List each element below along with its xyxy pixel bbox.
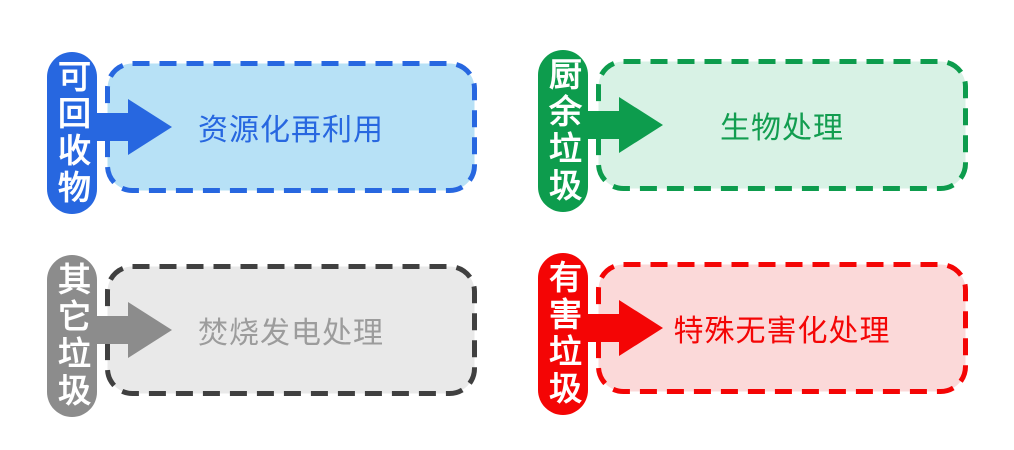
category-label: 可回收物 bbox=[53, 59, 91, 207]
category-pill: 可回收物 bbox=[47, 52, 97, 214]
arrow-right-icon bbox=[571, 97, 663, 153]
treatment-label-wrap: 资源化再利用 bbox=[105, 61, 477, 193]
flow-group-recyclable: 资源化再利用 可回收物 bbox=[47, 52, 477, 220]
category-pill: 有害垃圾 bbox=[538, 253, 588, 415]
treatment-label: 特殊无害化处理 bbox=[673, 315, 891, 348]
category-pill: 其它垃圾 bbox=[47, 255, 97, 417]
treatment-label: 焚烧发电处理 bbox=[198, 317, 384, 350]
treatment-label-wrap: 焚烧发电处理 bbox=[105, 264, 477, 396]
category-label: 有害垃圾 bbox=[544, 260, 582, 408]
category-label: 其它垃圾 bbox=[53, 262, 91, 410]
treatment-label: 资源化再利用 bbox=[198, 114, 384, 147]
arrow-right-icon bbox=[571, 300, 663, 356]
treatment-box: 特殊无害化处理 bbox=[596, 262, 968, 394]
treatment-box: 资源化再利用 bbox=[105, 61, 477, 193]
flow-group-hazardous-waste: 特殊无害化处理 有害垃圾 bbox=[538, 253, 968, 421]
treatment-label: 生物处理 bbox=[720, 112, 844, 145]
arrow-right-icon bbox=[80, 302, 172, 358]
flow-group-kitchen-waste: 生物处理 厨余垃圾 bbox=[538, 50, 968, 218]
treatment-box: 生物处理 bbox=[596, 59, 968, 191]
category-pill: 厨余垃圾 bbox=[538, 50, 588, 212]
arrow-right-icon bbox=[80, 99, 172, 155]
treatment-label-wrap: 特殊无害化处理 bbox=[596, 262, 968, 394]
treatment-label-wrap: 生物处理 bbox=[596, 59, 968, 191]
flow-group-other-waste: 焚烧发电处理 其它垃圾 bbox=[47, 255, 477, 423]
category-label: 厨余垃圾 bbox=[544, 57, 582, 205]
